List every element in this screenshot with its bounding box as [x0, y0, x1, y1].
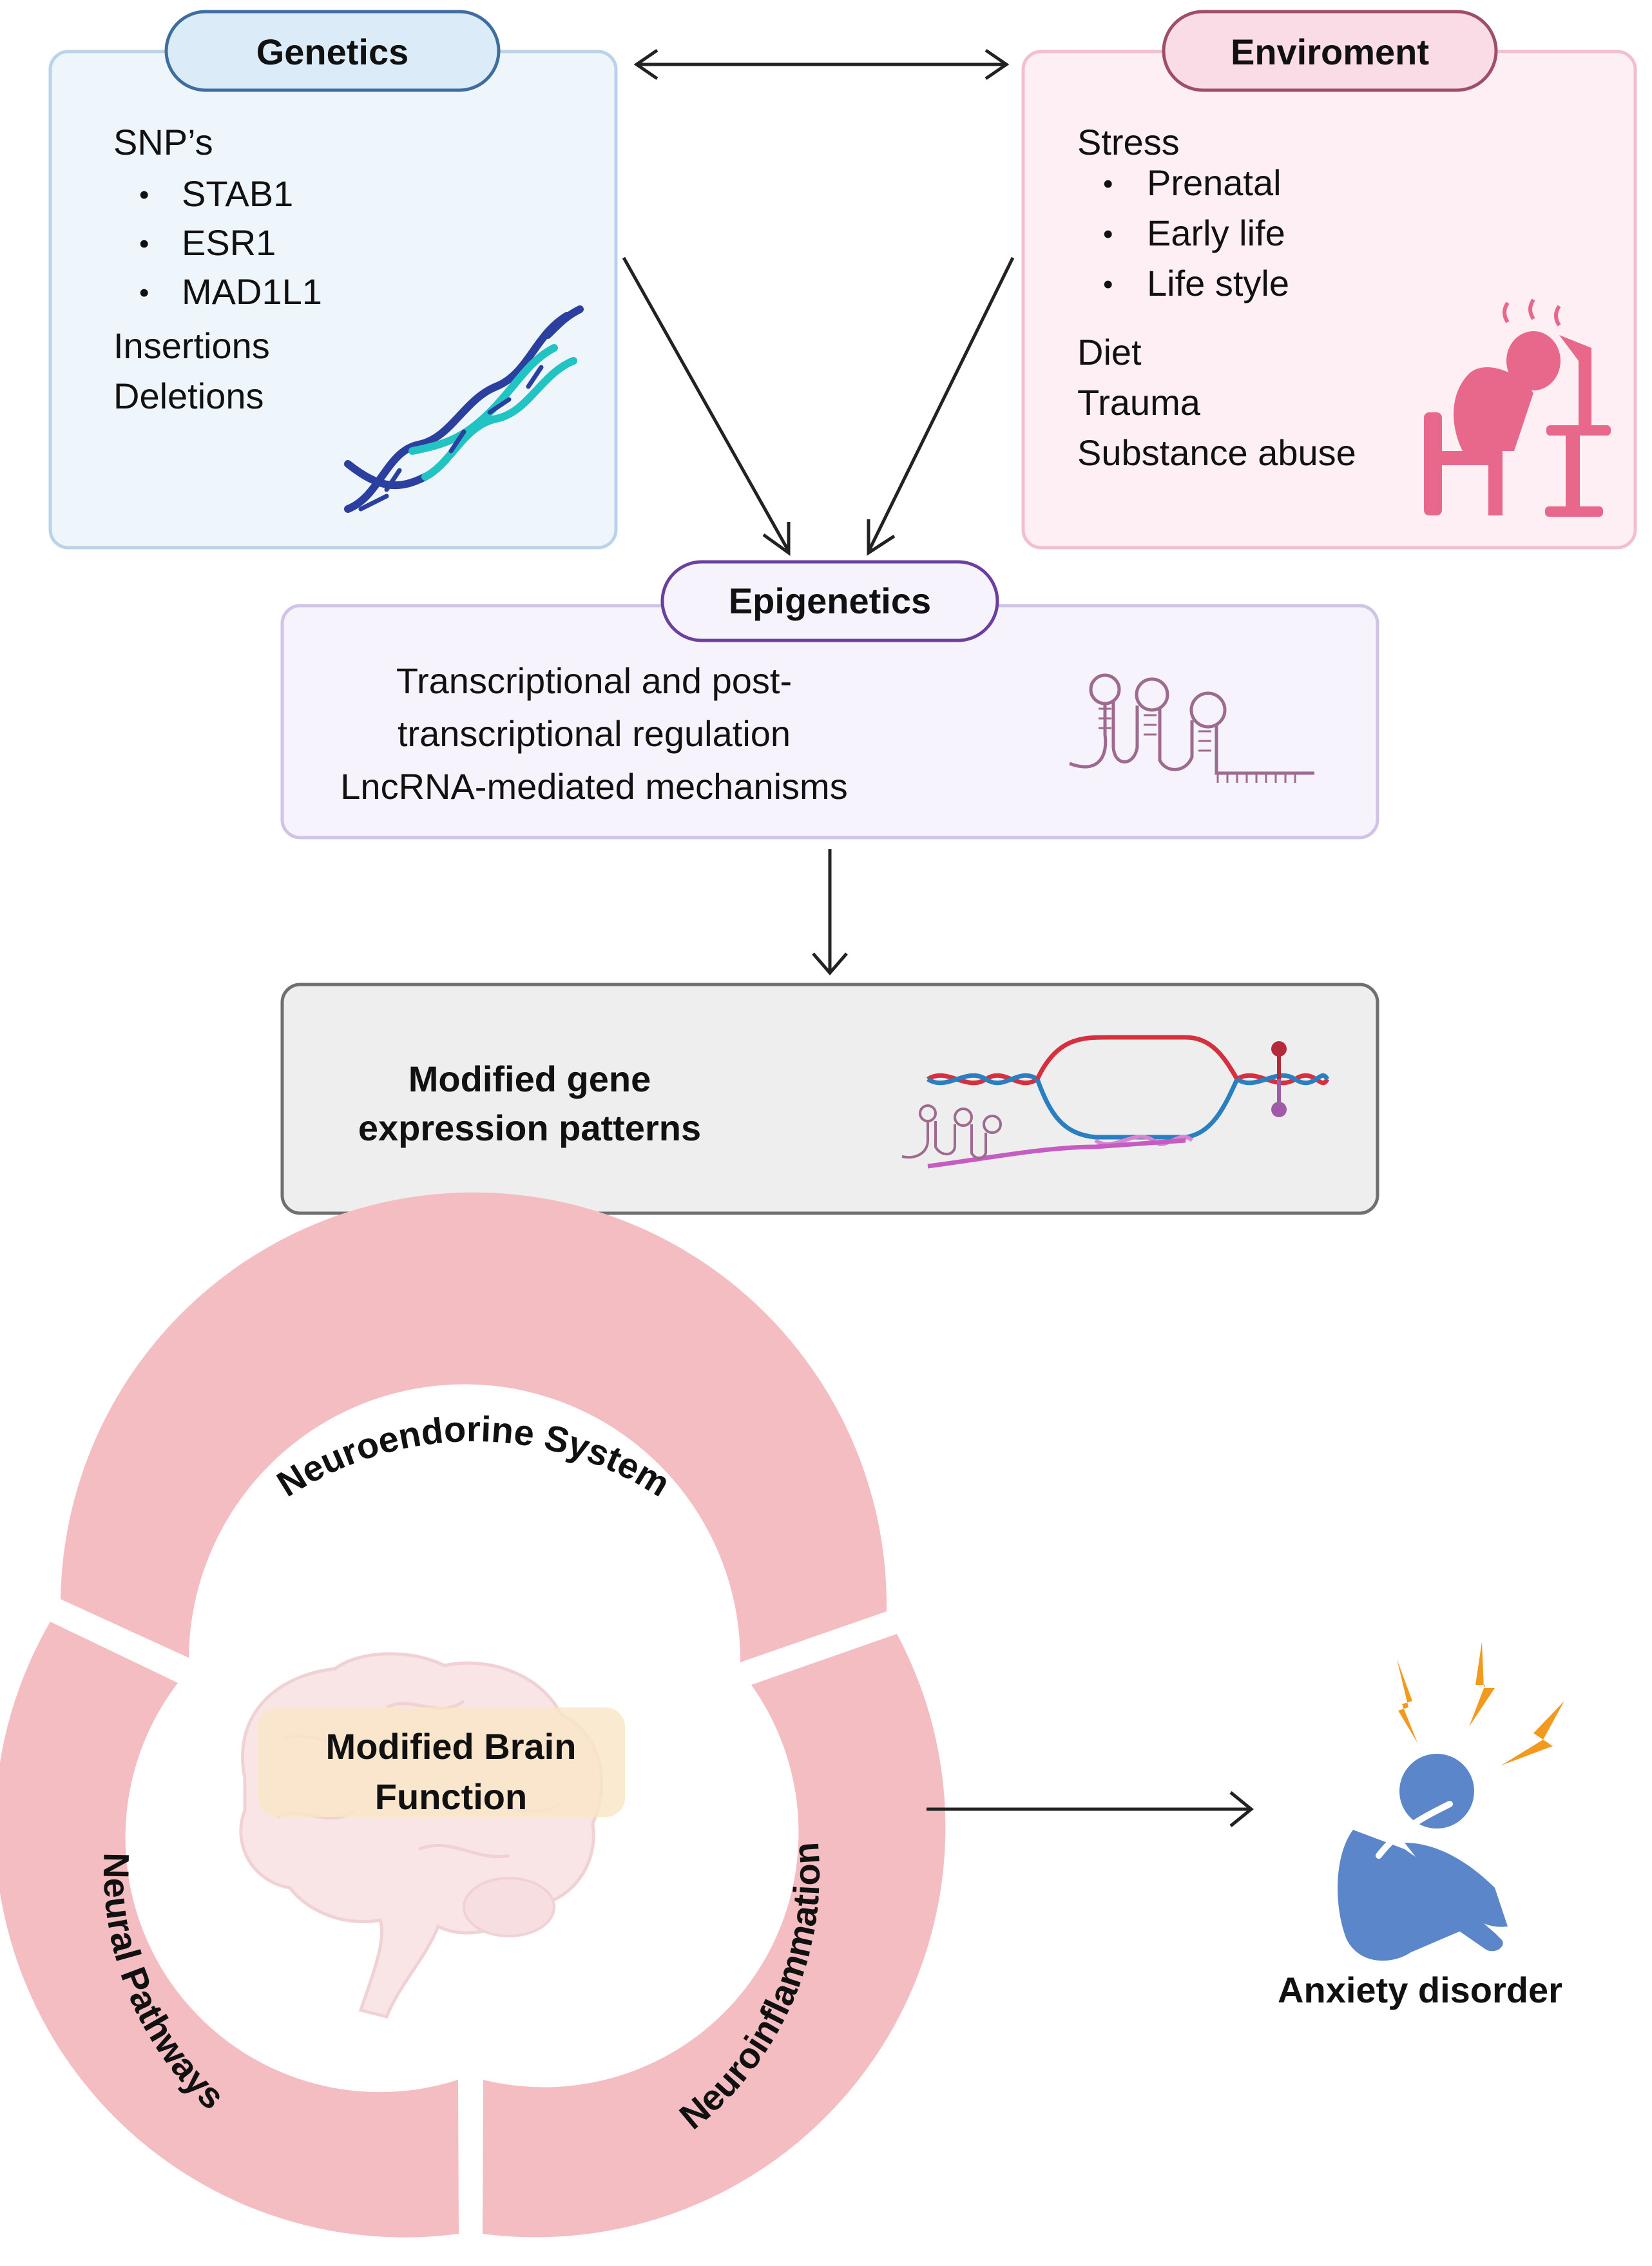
environment-heading: Stress — [1077, 122, 1180, 162]
ring-segment-top — [61, 1192, 887, 1662]
genetics-heading: SNP’s — [113, 122, 213, 162]
genetics-environment-double-arrow — [633, 48, 1010, 81]
epigenetics-line: Transcriptional and post- — [396, 660, 792, 701]
genetics-panel: Genetics SNP’s • STAB1 • ESR1 • MAD1L1 I… — [48, 10, 618, 550]
bullet: • — [139, 277, 149, 309]
snp-item: STAB1 — [182, 173, 293, 214]
expression-line: Modified gene — [408, 1059, 651, 1099]
environment-other: Diet — [1077, 332, 1142, 372]
brain-function-ring: Modified Brain Function Neuroendorine Sy… — [0, 1192, 946, 2238]
dna-transcription-bubble-icon — [901, 1035, 1330, 1169]
bullet: • — [139, 228, 149, 260]
ring-segment-left — [0, 1622, 459, 2238]
environment-title-pill — [1162, 10, 1498, 92]
dna-helix-icon — [344, 305, 584, 513]
genetics-title: Genetics — [256, 32, 409, 72]
bullet: • — [1103, 269, 1113, 300]
brain-center-label: Function — [375, 1776, 527, 1817]
genetics-other: Insertions — [113, 325, 270, 366]
epigenetics-line: LncRNA-mediated mechanisms — [340, 766, 847, 807]
genetics-to-epigenetics-arrow — [622, 256, 791, 556]
environment-to-epigenetics-arrow — [867, 256, 1015, 556]
brain-label-highlight — [258, 1707, 625, 1817]
brain-center-label: Modified Brain — [326, 1726, 577, 1767]
epigenetics-title: Epigenetics — [729, 581, 931, 621]
environment-other: Substance abuse — [1077, 432, 1356, 473]
lncrna-hairpin-icon — [1069, 673, 1314, 783]
snp-item: MAD1L1 — [182, 271, 322, 312]
environment-panel: Enviroment Stress • Prenatal • Early lif… — [1021, 10, 1637, 550]
bullet: • — [1103, 168, 1113, 200]
outcome-label: Anxiety disorder — [1278, 1970, 1562, 2010]
expression-panel: Modified gene expression patterns — [280, 983, 1379, 1215]
bullet: • — [1103, 218, 1113, 250]
ring-to-outcome-arrow — [927, 1791, 1254, 1827]
stress-item: Early life — [1147, 213, 1285, 253]
stress-item: Prenatal — [1147, 162, 1282, 203]
epigenetics-to-expression-arrow — [812, 849, 848, 975]
snp-item: ESR1 — [182, 222, 276, 263]
genetics-title-pill — [164, 10, 501, 92]
ring-segment-right — [483, 1634, 946, 2238]
environment-title: Enviroment — [1231, 32, 1429, 72]
stress-item: Life style — [1147, 263, 1289, 303]
stressed-person-at-desk-icon — [1424, 298, 1611, 517]
expression-line: expression patterns — [358, 1108, 701, 1148]
genetics-other: Deletions — [113, 376, 264, 416]
anxious-person-icon — [1338, 1642, 1564, 1961]
epigenetics-line: transcriptional regulation — [398, 713, 791, 754]
environment-other: Trauma — [1077, 382, 1201, 423]
epigenetics-title-pill — [660, 560, 999, 642]
bullet: • — [139, 179, 149, 211]
epigenetics-panel: Epigenetics Transcriptional and post- tr… — [280, 560, 1379, 840]
